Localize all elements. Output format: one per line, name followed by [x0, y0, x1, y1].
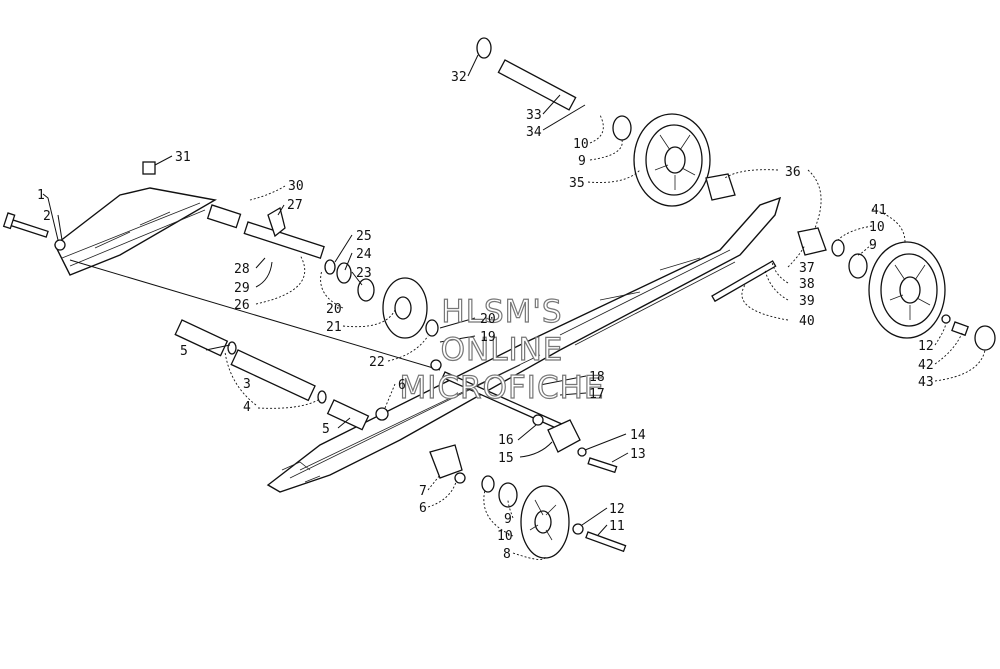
callout-labels: 1 2 3 4 5 5 6 6 7 8 9 9 9 10 10 10 11 12… [37, 70, 934, 562]
bearing-9-upper [612, 115, 632, 141]
callout-label: 2 [43, 209, 51, 224]
callout-label: 9 [869, 238, 877, 253]
callout-label: 5 [180, 344, 188, 359]
callout-label: 5 [322, 422, 330, 437]
callout-label: 26 [234, 298, 250, 313]
shaft-3 [230, 349, 316, 402]
hub-36-left [705, 173, 736, 201]
callout-label: 43 [918, 375, 934, 390]
tube-5-upper [174, 319, 229, 357]
callout-label: 12 [609, 502, 625, 517]
callout-label: 36 [785, 165, 801, 180]
callout-label: 9 [504, 512, 512, 527]
callout-label: 35 [569, 176, 585, 191]
nut-31 [142, 161, 156, 175]
callout-label: 15 [498, 451, 514, 466]
callout-label: 13 [630, 447, 646, 462]
cap-43 [974, 325, 996, 351]
callout-label: 38 [799, 277, 815, 292]
callout-label: 39 [799, 294, 815, 309]
callout-label: 32 [451, 70, 467, 85]
callout-label: 34 [526, 125, 542, 140]
callout-label: 27 [287, 198, 303, 213]
callout-label: 9 [578, 154, 586, 169]
bolt-42 [951, 321, 969, 337]
washer-16 [532, 414, 544, 426]
callout-label: 10 [573, 137, 589, 152]
bearing-24 [336, 262, 352, 284]
callout-label: 1 [37, 188, 45, 203]
washer-12-right [941, 314, 951, 324]
washer-2 [54, 239, 66, 251]
nut-6-upper [375, 407, 389, 421]
callout-label: 23 [356, 266, 372, 281]
callout-label: 3 [243, 377, 251, 392]
nut-6-lower [454, 472, 466, 484]
callout-label: 42 [918, 358, 934, 373]
washer-12-lower [572, 523, 584, 535]
left-slide-rail [54, 187, 217, 276]
right-slide-rail [266, 196, 782, 493]
bolt-13 [587, 457, 618, 474]
callout-label: 7 [419, 484, 427, 499]
callout-label: 16 [498, 433, 514, 448]
callout-label: 30 [288, 179, 304, 194]
cross-shaft-line [69, 259, 441, 371]
watermark: HLSM'S ONLINE MICROFICHE [399, 293, 605, 406]
callout-label: 41 [871, 203, 887, 218]
watermark-line-3: MICROFICHE [400, 370, 605, 406]
bolt-40 [711, 260, 777, 303]
callout-label: 24 [356, 247, 372, 262]
callout-label: 6 [419, 501, 427, 516]
washer-4a [227, 341, 237, 355]
bolt-1 [2, 212, 49, 238]
hub-36-right [797, 227, 827, 256]
tube-5-lower [326, 399, 370, 431]
callout-label: 29 [234, 281, 250, 296]
callout-label: 40 [799, 314, 815, 329]
pivot-arm-26 [243, 207, 325, 259]
watermark-line-2: ONLINE [441, 332, 564, 368]
washer-14 [577, 447, 587, 457]
callout-label: 31 [175, 150, 191, 165]
callout-label: 20 [326, 302, 342, 317]
callout-label: 21 [326, 320, 342, 335]
callout-label: 10 [497, 529, 513, 544]
idler-wheel-21 [382, 277, 428, 339]
spacer-30 [206, 204, 242, 229]
axle-33 [497, 59, 577, 111]
washer-25 [324, 259, 336, 275]
callout-label: 8 [503, 547, 511, 562]
leader-lines [42, 54, 986, 560]
idler-wheel-8 [481, 475, 570, 559]
callout-label: 14 [630, 428, 646, 443]
washer-32 [476, 37, 492, 59]
callout-label: 37 [799, 261, 815, 276]
callout-label: 10 [869, 220, 885, 235]
callout-label: 17 [589, 387, 605, 402]
washer-22 [425, 319, 439, 337]
callout-label: 11 [609, 519, 625, 534]
bolt-11 [585, 531, 627, 553]
watermark-line-1: HLSM'S [441, 294, 562, 330]
rear-wheel-41 [831, 239, 946, 339]
arm-7 [429, 444, 463, 479]
callout-label: 18 [589, 370, 605, 385]
callout-label: 33 [526, 108, 542, 123]
callout-label: 4 [243, 400, 251, 415]
callout-label: 20 [480, 312, 496, 327]
callout-label: 25 [356, 229, 372, 244]
callout-label: 22 [369, 355, 385, 370]
callout-label: 12 [918, 339, 934, 354]
callout-label: 28 [234, 262, 250, 277]
callout-label: 19 [480, 330, 496, 345]
nut-19 [430, 359, 442, 371]
block-15 [547, 419, 581, 453]
rear-wheel-35 [633, 113, 711, 207]
callout-label: 6 [398, 378, 406, 393]
washer-4b [317, 390, 327, 404]
